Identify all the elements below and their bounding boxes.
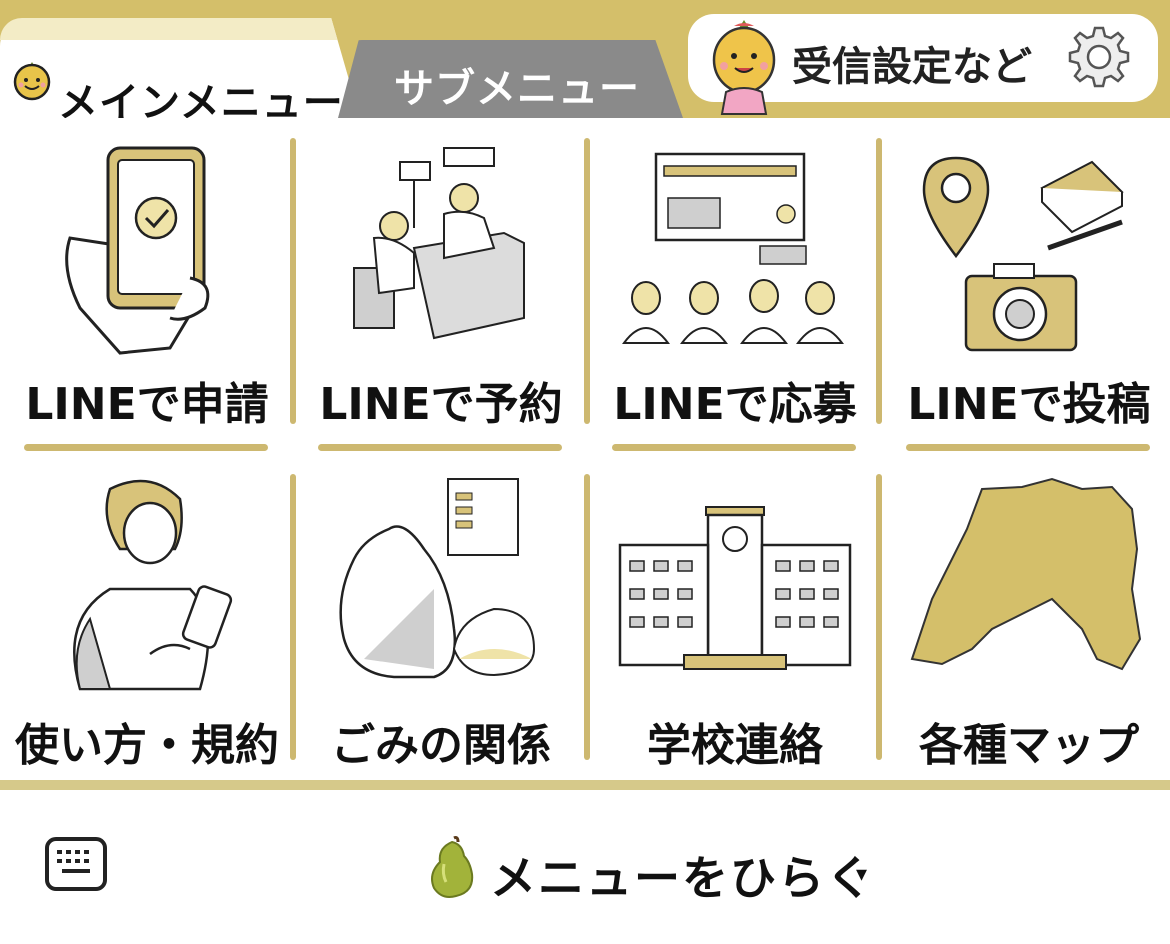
menu-item-usage-terms[interactable]: 使い方・規約 [0,449,294,780]
grid-divider [906,444,1150,451]
seminar-presentation-icon [622,152,844,344]
grid-divider [612,444,856,451]
receive-settings-label: 受信設定など [792,44,1032,90]
city-map-icon [910,477,1142,671]
menu-bottom-border [0,780,1170,790]
menu-item-label: 各種マップ [919,720,1139,771]
menu-item-label: 学校連絡 [647,720,823,771]
main-menu-grid: LINEで申請 LINEで予約 [0,118,1170,780]
tab-sub-menu-label: サブメニュー [394,66,640,112]
menu-item-garbage[interactable]: ごみの関係 [294,449,588,780]
grid-divider [876,474,882,760]
menu-item-school-contact[interactable]: 学校連絡 [588,449,882,780]
caret-down-icon: ▾ [856,862,868,887]
grid-divider [584,138,590,424]
menu-item-label: LINEで応募 [613,379,857,430]
keyboard-icon[interactable] [44,836,108,892]
grid-divider [290,138,296,424]
pear-icon [431,836,474,898]
reception-counter-icon [353,147,525,340]
open-menu-label: メニューをひらく [490,851,874,905]
menu-item-label: ごみの関係 [331,720,551,771]
map-pin-notebook-camera-icon [922,156,1124,352]
tab-main-menu[interactable]: メインメニュー [0,18,360,118]
menu-item-label: 使い方・規約 [15,720,279,771]
menu-item-label: LINEで投稿 [907,379,1151,430]
tab-highlight-stripe [0,18,360,40]
menu-item-line-post[interactable]: LINEで投稿 [882,118,1170,449]
smartphone-check-icon [65,146,210,355]
gear-icon [1068,26,1130,88]
menu-item-maps[interactable]: 各種マップ [882,449,1170,780]
grid-divider [876,138,882,424]
grid-divider [24,444,268,451]
mascot-face-icon [13,62,51,101]
grid-divider [318,444,562,451]
menu-item-label: LINEで申請 [25,379,269,430]
tab-sub-menu[interactable]: サブメニュー [338,40,683,118]
grid-divider [290,474,296,760]
garbage-bag-calendar-icon [339,478,536,679]
grid-divider [584,474,590,760]
menu-item-line-application[interactable]: LINEで申請 [0,118,294,449]
menu-item-line-reservation[interactable]: LINEで予約 [294,118,588,449]
chat-footer: メニューをひらく ▾ [0,790,1170,944]
menu-item-label: LINEで予約 [319,379,563,430]
menu-item-line-entry[interactable]: LINEで応募 [588,118,882,449]
school-building-icon [618,506,852,670]
mascot-character-icon [712,20,776,115]
woman-with-phone-icon [73,479,233,691]
tab-main-menu-label: メインメニュー [58,80,344,126]
